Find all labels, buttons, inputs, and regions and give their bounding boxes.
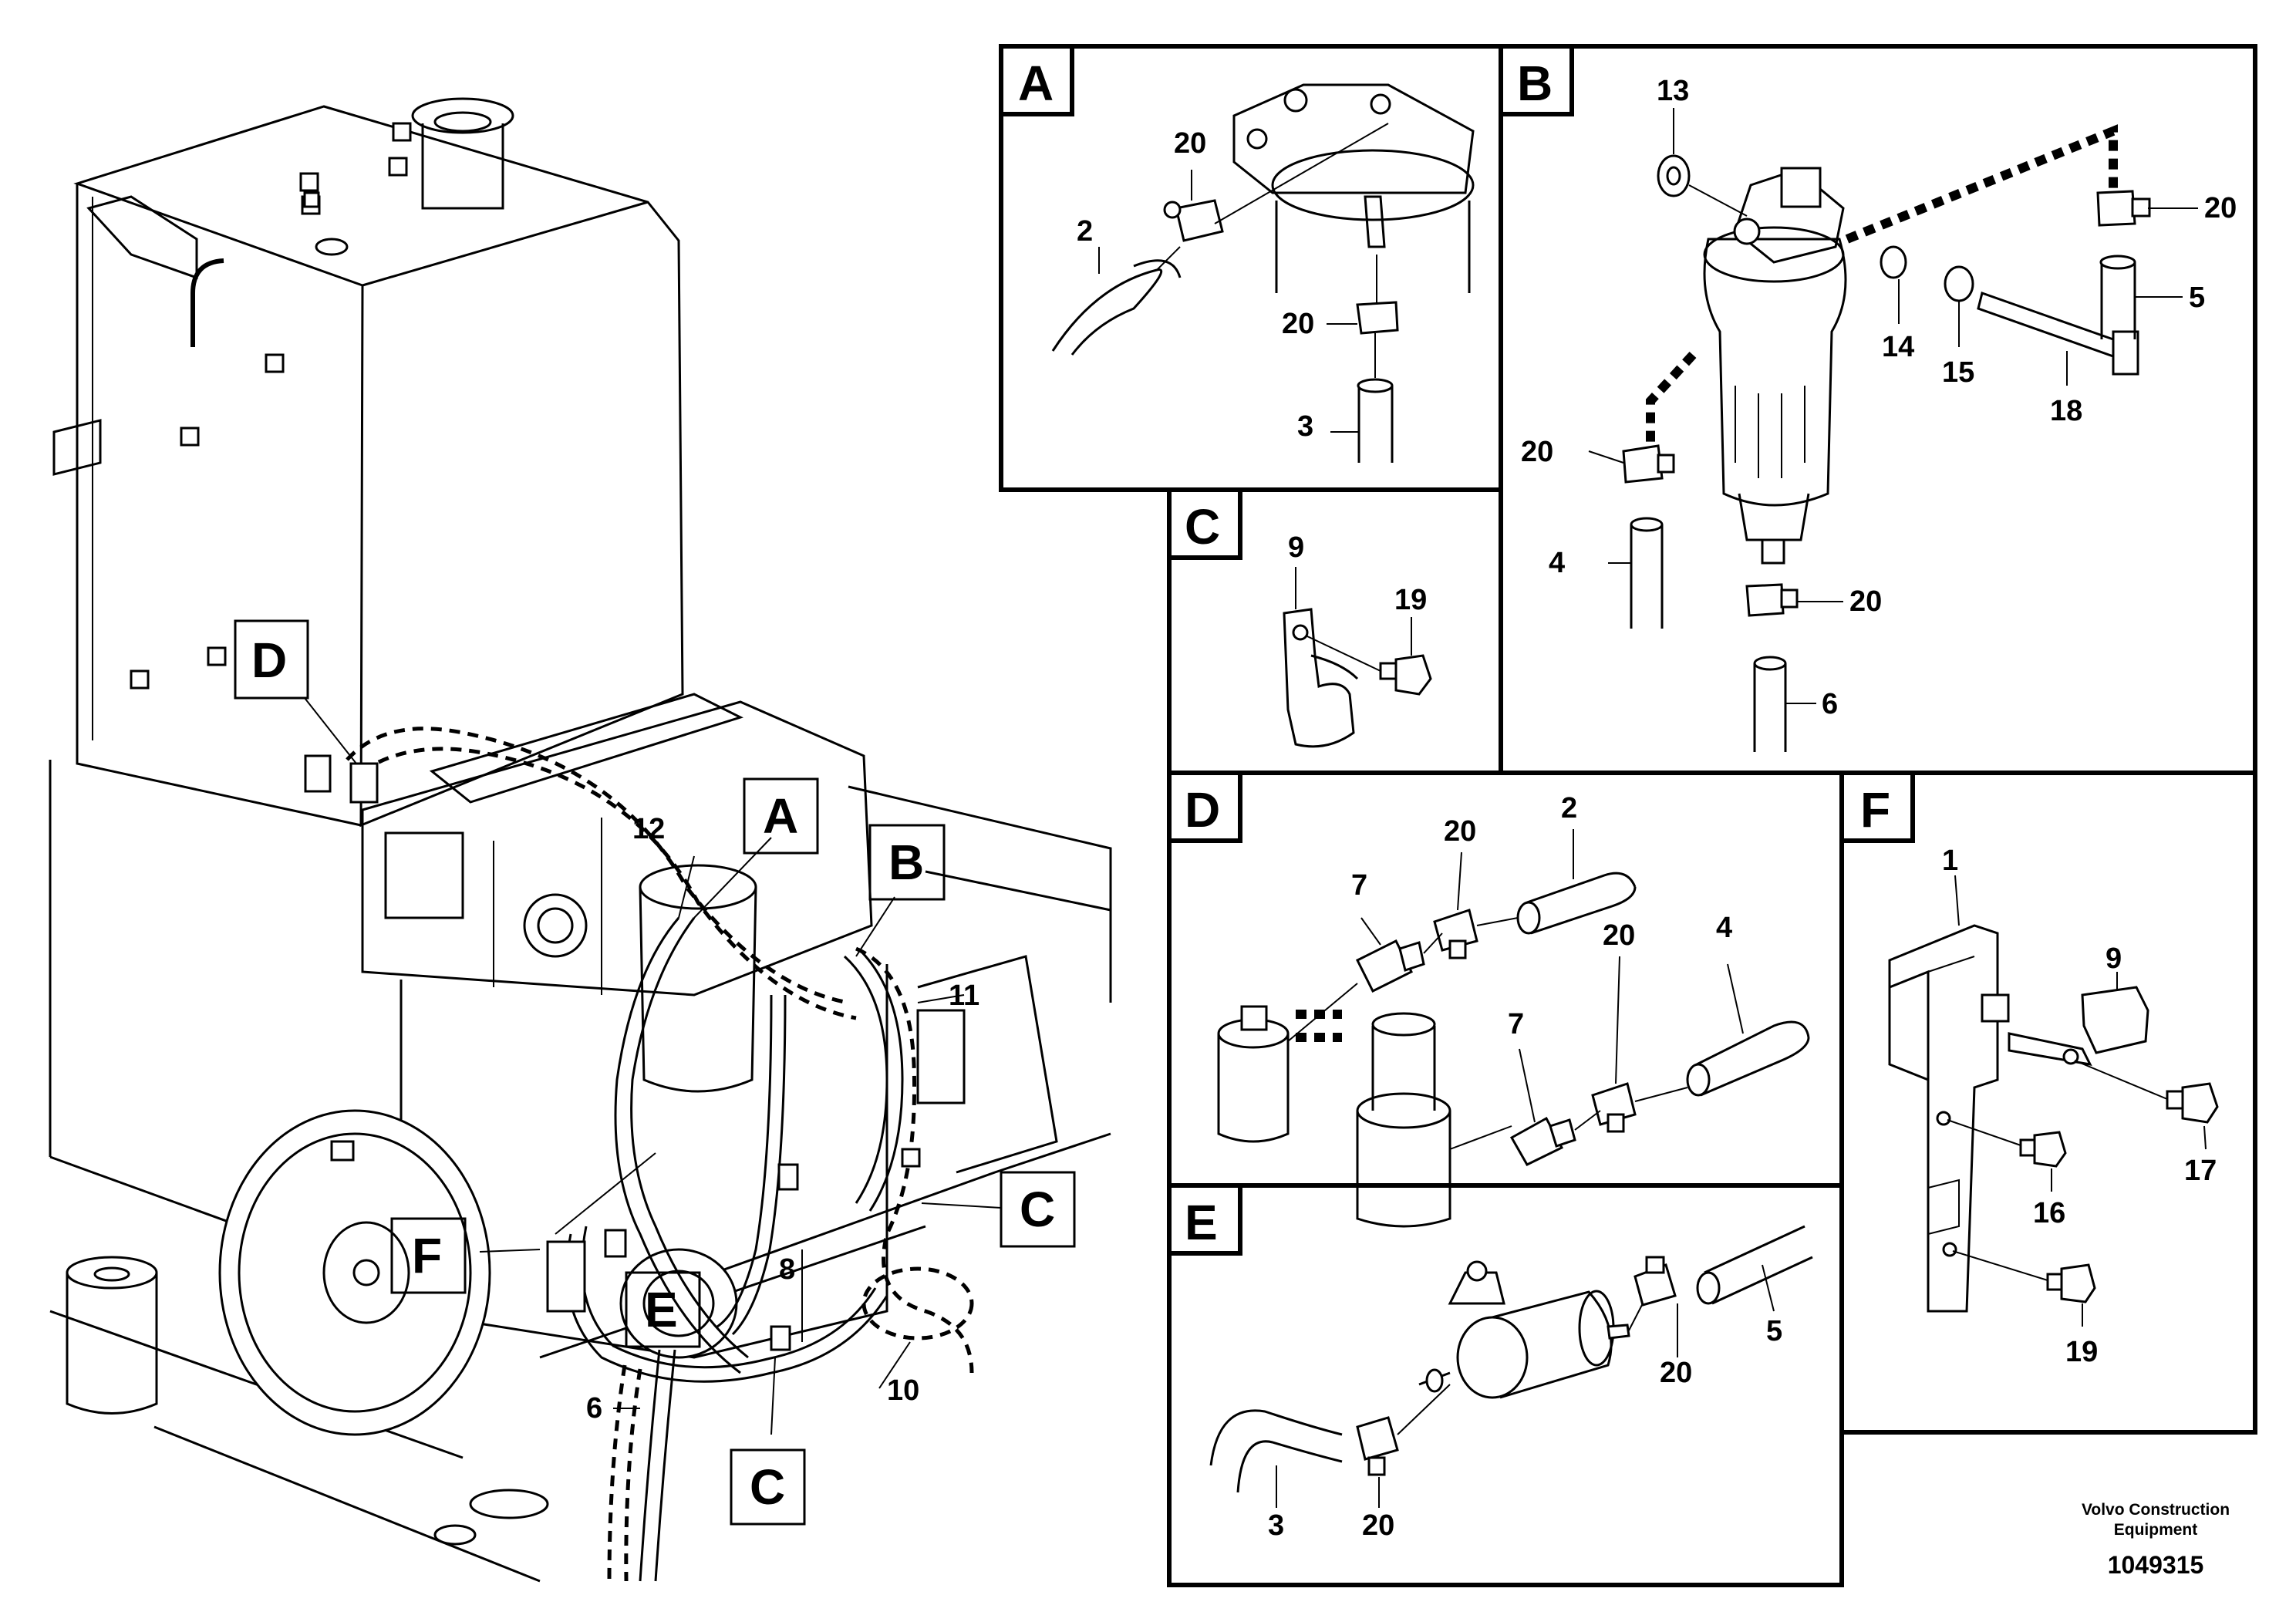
detail-d-callout-20-upper: 20 [1444, 815, 1476, 848]
detail-b-callout-20-right: 20 [2204, 192, 2237, 224]
detail-f-callout-9: 9 [2106, 943, 2122, 975]
view-marker-c-right-letter: C [1020, 1182, 1055, 1237]
view-marker-c-bottom[interactable]: C [730, 1448, 806, 1526]
detail-f-callout-17: 17 [2184, 1155, 2217, 1187]
callout-6: 6 [586, 1392, 602, 1425]
detail-b-label: B [1517, 56, 1553, 111]
detail-f-callout-16: 16 [2033, 1197, 2065, 1229]
callout-8: 8 [779, 1253, 795, 1286]
detail-e-callout-20-lower: 20 [1362, 1509, 1394, 1542]
main-assembly-view: 12 11 8 10 6 D A B C F E [49, 97, 1112, 1583]
footer: Volvo Construction Equipment 1049315 [2082, 1501, 2230, 1579]
view-marker-d[interactable]: D [234, 619, 309, 700]
detail-a-label: A [1018, 56, 1054, 111]
machine-frame [49, 760, 1112, 1583]
callout-12: 12 [632, 813, 665, 845]
detail-e-callout-20-upper: 20 [1660, 1357, 1692, 1389]
view-marker-c-bottom-letter: C [750, 1459, 785, 1515]
detail-b-callout-14: 14 [1882, 331, 1914, 363]
detail-d-label: D [1185, 782, 1220, 838]
detail-b-callout-20-left: 20 [1521, 436, 1553, 468]
return-hoses-dashed [346, 727, 974, 1582]
detail-e-panel: E 20 5 3 20 [1167, 1183, 1844, 1587]
detail-a-panel: A 20 2 20 3 [999, 44, 1503, 492]
company-name-line2: Equipment [2114, 1521, 2198, 1539]
detail-a-callout-20-bottom: 20 [1282, 308, 1314, 340]
main-leader-lines [304, 697, 1002, 1435]
detail-b-callout-6: 6 [1822, 688, 1838, 720]
detail-b-callout-15: 15 [1942, 356, 1974, 389]
detail-f-callout-19: 19 [2065, 1336, 2098, 1368]
detail-d-callout-4: 4 [1716, 912, 1732, 944]
detail-f-panel: F 1 9 17 16 19 [1839, 771, 2257, 1435]
detail-b-callout-4: 4 [1549, 547, 1565, 579]
view-marker-f[interactable]: F [390, 1217, 467, 1294]
detail-d-callout-7-lower: 7 [1508, 1008, 1524, 1040]
detail-b-callout-13: 13 [1657, 75, 1689, 107]
detail-e-callout-3: 3 [1268, 1509, 1284, 1542]
view-marker-b-letter: B [888, 835, 924, 890]
flywheel [218, 1109, 491, 1436]
detail-b-panel: B [1499, 44, 2257, 775]
view-marker-a-letter: A [763, 788, 798, 844]
company-name-line1: Volvo Construction [2082, 1501, 2230, 1519]
view-marker-a[interactable]: A [743, 777, 819, 855]
detail-b-callout-18: 18 [2050, 395, 2082, 427]
detail-b-callout-20-bottom: 20 [1849, 585, 1882, 618]
detail-c-panel: C 9 19 [1167, 487, 1503, 775]
view-marker-b[interactable]: B [868, 824, 946, 901]
detail-a-callout-20-top: 20 [1174, 127, 1206, 160]
callout-10: 10 [887, 1374, 919, 1407]
detail-e-label: E [1185, 1195, 1218, 1250]
detail-f-callout-1: 1 [1942, 845, 1958, 877]
detail-a-callout-3: 3 [1297, 410, 1313, 443]
view-marker-d-letter: D [251, 632, 287, 688]
detail-d-callout-7-upper: 7 [1351, 869, 1367, 902]
view-marker-e[interactable]: E [625, 1271, 701, 1348]
view-marker-e-letter: E [645, 1282, 678, 1337]
detail-c-callout-9: 9 [1288, 531, 1304, 564]
detail-c-label: C [1185, 499, 1220, 555]
detail-c-callout-19: 19 [1394, 584, 1427, 616]
clamps [304, 754, 921, 1351]
detail-d-callout-20-lower: 20 [1603, 919, 1635, 952]
detail-d-callout-2: 2 [1561, 792, 1577, 824]
detail-f-label: F [1860, 782, 1890, 838]
detail-d-panel: D [1167, 771, 1844, 1228]
detail-b-callout-5: 5 [2189, 282, 2205, 314]
callout-11: 11 [949, 980, 979, 1012]
detail-e-callout-5: 5 [1766, 1315, 1782, 1347]
view-marker-f-letter: F [412, 1228, 442, 1283]
engine [218, 693, 966, 1436]
fuel-tank [52, 97, 684, 828]
view-marker-c-right[interactable]: C [1000, 1171, 1076, 1248]
drawing-number: 1049315 [2108, 1551, 2204, 1579]
detail-a-callout-2: 2 [1077, 215, 1093, 248]
